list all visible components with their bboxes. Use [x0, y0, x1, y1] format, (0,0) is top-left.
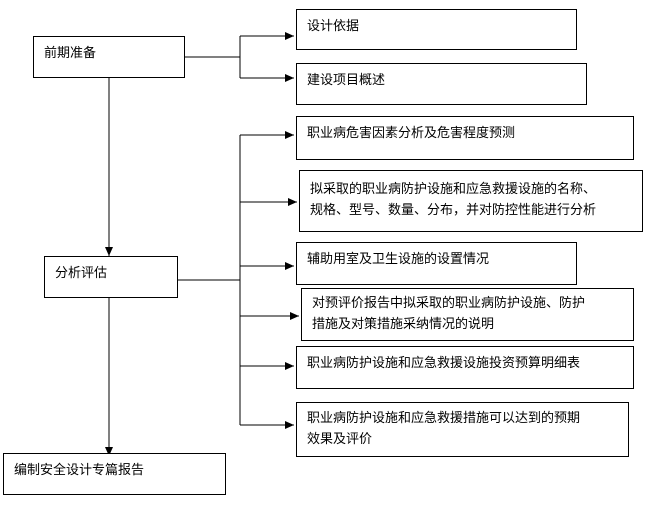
- branch-protection-facilities: 拟采取的职业病防护设施和应急救援设施的名称、 规格、型号、数量、分布，并对防控性…: [299, 170, 643, 232]
- branch-design-basis-label: 设计依据: [307, 19, 360, 34]
- branch-investment-budget: 职业病防护设施和应急救援设施投资预算明细表: [296, 346, 634, 389]
- branch-hazard-analysis: 职业病危害因素分析及危害程度预测: [296, 116, 634, 160]
- node-report: 编制安全设计专篇报告: [3, 453, 226, 495]
- branch-expected-effects-line-2: 效果及评价: [307, 432, 373, 447]
- branch-protection-facilities-line-1: 拟采取的职业病防护设施和应急救援设施的名称、: [310, 182, 597, 197]
- branch-design-basis: 设计依据: [296, 9, 577, 50]
- branch-project-overview-label: 建设项目概述: [307, 73, 386, 88]
- branch-auxiliary-rooms: 辅助用室及卫生设施的设置情况: [296, 242, 577, 285]
- branch-pre-evaluation-notes-line-1: 对预评价报告中拟采取的职业病防护设施、防护: [312, 296, 586, 311]
- branch-pre-evaluation-notes: 对预评价报告中拟采取的职业病防护设施、防护 措施及对策措施采纳情况的说明: [301, 288, 634, 341]
- branch-expected-effects-line-1: 职业病防护设施和应急救援措施可以达到的预期: [307, 411, 581, 426]
- node-preliminary-label: 前期准备: [44, 46, 97, 61]
- branch-hazard-analysis-line-1: 职业病危害因素分析及危害程度预测: [307, 126, 516, 141]
- node-report-label: 编制安全设计专篇报告: [14, 463, 145, 478]
- branch-project-overview: 建设项目概述: [296, 63, 587, 105]
- branch-investment-budget-line-1: 职业病防护设施和应急救援设施投资预算明细表: [307, 356, 581, 371]
- branch-pre-evaluation-notes-line-2: 措施及对策措施采纳情况的说明: [312, 317, 495, 332]
- branch-auxiliary-rooms-line-1: 辅助用室及卫生设施的设置情况: [307, 252, 490, 267]
- node-analysis: 分析评估: [44, 256, 178, 298]
- node-preliminary: 前期准备: [33, 36, 185, 78]
- node-analysis-label: 分析评估: [55, 266, 108, 281]
- branch-protection-facilities-line-2: 规格、型号、数量、分布，并对防控性能进行分析: [310, 203, 597, 218]
- branch-expected-effects: 职业病防护设施和应急救援措施可以达到的预期 效果及评价: [296, 402, 629, 457]
